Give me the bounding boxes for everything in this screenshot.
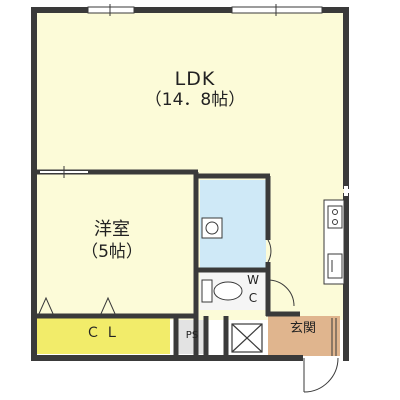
window-icon xyxy=(87,6,323,14)
ldk-label: LDK xyxy=(174,68,216,90)
interior-walls xyxy=(34,169,300,360)
stove-icon xyxy=(327,205,343,229)
toilet-icon xyxy=(201,279,243,303)
door-swing-icon xyxy=(37,296,117,317)
toilet-label-w: W xyxy=(247,273,259,287)
entrance-label: 玄関 xyxy=(289,321,316,336)
door-swing-icon xyxy=(267,239,272,263)
door-swing-icon xyxy=(267,279,295,307)
storage-cross xyxy=(231,323,263,353)
ldk-size-label: （14．8帖） xyxy=(144,90,246,110)
pipe-space-label: PS xyxy=(185,330,199,341)
sink-icon xyxy=(201,217,223,239)
ldk-area xyxy=(36,10,346,320)
door-swing-icon xyxy=(303,357,339,393)
pipe-space-area xyxy=(178,320,204,354)
western-room-size-label: （5帖） xyxy=(81,242,143,262)
western-room-label: 洋室 xyxy=(94,219,130,240)
closet-area xyxy=(34,318,170,354)
closet-label: ＣＬ xyxy=(86,325,124,341)
entrance-step xyxy=(331,318,337,356)
toilet-label-c: C xyxy=(248,291,258,305)
entrance-area xyxy=(268,316,340,356)
kitchen-counter xyxy=(323,199,345,285)
kitchen-sink-icon xyxy=(327,253,343,279)
